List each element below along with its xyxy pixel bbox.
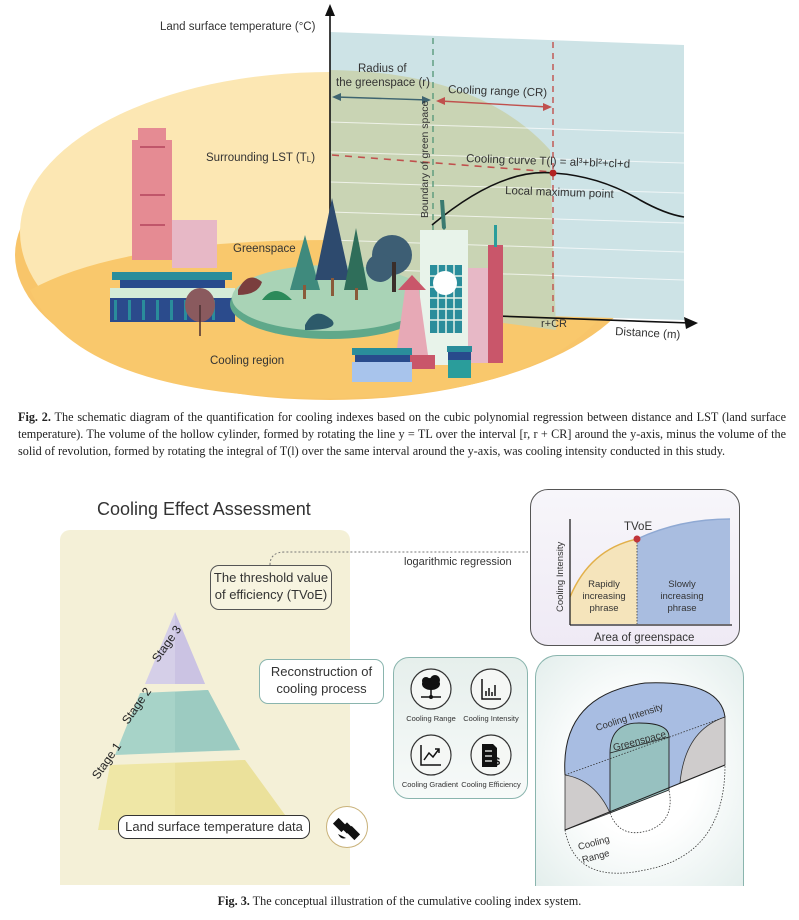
figure-3-caption-text: The conceptual illustration of the cumul…	[252, 894, 582, 908]
reconstruction-box: Reconstruction of cooling process	[259, 659, 384, 704]
figure-3-title: Cooling Effect Assessment	[97, 499, 311, 519]
cylinder-base-edge	[564, 764, 726, 831]
slow-phase-curve	[636, 518, 731, 540]
surrounding-lst-label: Surrounding LST (TL)	[206, 152, 315, 164]
svg-text:$: $	[494, 756, 500, 768]
stage-1-block-shade	[175, 760, 285, 830]
inner-base-dotted	[609, 789, 671, 834]
greenspace-label: Greenspace	[233, 243, 296, 255]
reconstruction-line-2: cooling process	[276, 681, 367, 696]
figure-2-caption-text: The schematic diagram of the quantificat…	[18, 410, 786, 458]
bar-chart-icon	[481, 679, 501, 700]
mini-x-label: Area of greenspace	[594, 632, 694, 644]
phase1-line2: increasing	[582, 591, 625, 602]
cooling-range-label: Cooling range (CR)	[448, 84, 548, 99]
cooling-intensity-index-label: Cooling Intensity	[463, 714, 519, 723]
trend-line-icon	[420, 745, 441, 766]
lst-data-box: Land surface temperature data	[118, 815, 310, 839]
phase2-line1: Slowly	[668, 579, 696, 590]
glass-building	[420, 200, 468, 365]
satellite-icon	[326, 806, 368, 848]
radius-arrow-left-head	[332, 93, 341, 101]
phase1-line1: Rapidly	[588, 579, 620, 590]
low-building	[110, 272, 235, 336]
cooling-curve-label: Cooling curve T(l) = al³+bl²+cl+d	[466, 153, 630, 171]
cr-arrow-left-head	[436, 97, 445, 105]
regression-connector	[269, 551, 528, 566]
local-max-label: Local maximum point	[505, 185, 615, 201]
tvoe-point	[633, 535, 641, 543]
stage-3-block-shade	[175, 612, 205, 684]
figure-2-illustration: Land surface temperature (°C) Radius of …	[15, 4, 698, 400]
y-axis-label: Land surface temperature (°C)	[160, 21, 316, 33]
index-icons: Cooling Range Cooling Intensity Cooling …	[402, 668, 521, 789]
figure-2-caption-prefix: Fig. 2.	[18, 410, 51, 424]
tvoe-peak-label: TVoE	[624, 521, 652, 533]
cylinder-base-dotted	[564, 764, 726, 874]
phase2-line3: phrase	[667, 603, 696, 614]
trees	[238, 198, 412, 330]
boundary-label: Boundary of green space	[419, 101, 431, 218]
satellite-glyph	[332, 817, 361, 841]
tvoe-box: The threshold value of efficiency (TVoE)	[210, 565, 332, 610]
local-maximum-point	[549, 169, 557, 177]
cooling-intensity-icon-circle	[470, 668, 512, 710]
radius-arrow	[335, 96, 429, 101]
regression-label: logarithmic regression	[404, 556, 512, 568]
cloud-network-icon	[421, 675, 441, 699]
tvoe-box-line-1: The threshold value	[213, 570, 329, 585]
stage-pyramid: Stage 1 Stage 2 Stage 3	[89, 612, 285, 830]
pink-tower	[132, 128, 217, 268]
rapid-phase-curve	[569, 538, 638, 598]
phase1-line3: phrase	[589, 603, 618, 614]
document-dollar-icon: $	[482, 744, 500, 768]
tvoe-box-line-2: of efficiency (TVoE)	[214, 587, 328, 602]
cooling-range-arrow	[439, 100, 549, 108]
phase2-line2: increasing	[660, 591, 703, 602]
tvoe-chart: TVoE Cooling Intensity Area of greenspac…	[555, 518, 732, 644]
lst-data-label: Land surface temperature data	[125, 819, 303, 834]
reconstruction-line-1: Reconstruction of	[270, 664, 373, 679]
figure-2-caption: Fig. 2. The schematic diagram of the qua…	[18, 409, 786, 460]
radius-label-2: the greenspace (r)	[336, 77, 430, 89]
cr-arrow-right-head	[543, 103, 552, 111]
radius-arrow-right-head	[422, 96, 431, 104]
x-axis-arrow	[684, 317, 698, 329]
cooling-curve	[431, 171, 685, 226]
greenspace-column	[609, 722, 670, 814]
cooling-efficiency-index-label: Cooling Efficiency	[461, 780, 521, 789]
cylinder-diameter	[564, 716, 726, 776]
cylinder-outline	[564, 682, 726, 776]
y-axis-arrow	[325, 4, 335, 16]
surrounding-lst-line	[331, 154, 554, 173]
small-buildings	[352, 346, 472, 382]
figure-3-caption: Fig. 3. The conceptual illustration of t…	[0, 893, 799, 910]
cooling-cylinder: Cooling Intensity Greenspace Cooling Ran…	[564, 682, 726, 874]
radius-label-1: Radius of	[358, 63, 407, 75]
stage-2-block-shade	[175, 690, 240, 752]
cooling-range-index-label: Cooling Range	[406, 714, 456, 723]
r-cr-label: r+CR	[541, 318, 567, 330]
greenspace-top-edge	[609, 736, 670, 754]
distance-label: Distance (m)	[615, 326, 681, 341]
right-pink-towers	[395, 225, 503, 369]
cooling-region-label: Cooling region	[210, 355, 284, 367]
mini-y-label: Cooling Intensity	[555, 542, 566, 612]
cooling-gradient-index-label: Cooling Gradient	[402, 780, 459, 789]
rapid-phase-area	[570, 539, 637, 624]
figure-3-caption-prefix: Fig. 3.	[217, 894, 250, 908]
slow-phase-area	[637, 519, 730, 624]
